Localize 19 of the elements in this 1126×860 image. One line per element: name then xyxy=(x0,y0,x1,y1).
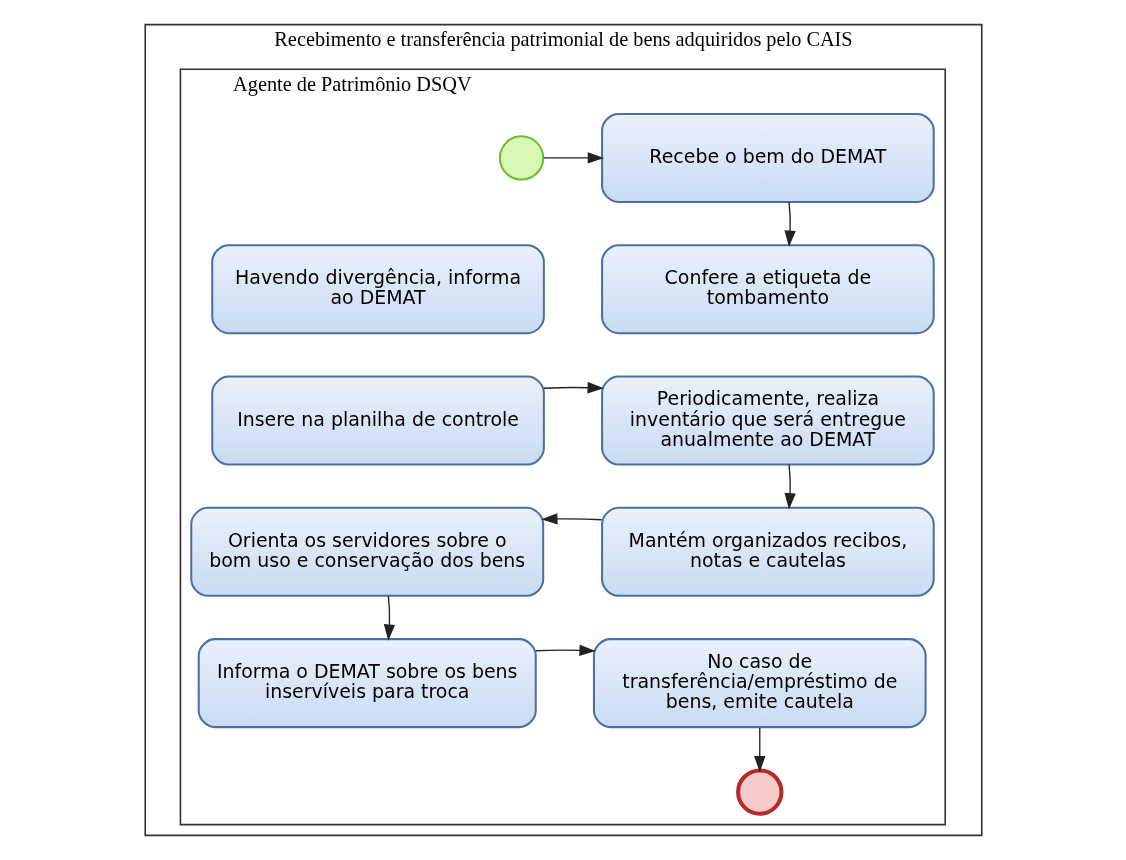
arrow xyxy=(534,644,596,657)
node-circle xyxy=(498,135,544,181)
arrow xyxy=(383,595,395,641)
node-box: Confere a etiqueta de tombamento xyxy=(600,244,935,335)
arrow xyxy=(783,464,796,510)
node-circle xyxy=(735,768,783,816)
node-box: Periodicamente, realiza inventário que será entregue anualmente ao DEMAT xyxy=(600,375,935,466)
node-box: Orienta os servidores sobre o bom uso e conservação dos bens xyxy=(189,506,544,597)
node-box: No caso de transferência/empréstimo de bens, emite cautela xyxy=(592,638,927,729)
arrow xyxy=(753,727,765,773)
arrow xyxy=(540,513,602,525)
node-box: Mantém organizados recibos, notas e cautelas xyxy=(600,506,935,597)
arrow xyxy=(542,152,604,164)
node-box: Recebe o bem do DEMAT xyxy=(600,112,935,203)
node-box: Havendo divergência, informa ao DEMAT xyxy=(210,244,545,335)
node-box: Insere na planilha de controle xyxy=(210,375,545,466)
arrow xyxy=(542,382,604,394)
node-box: Informa o DEMAT sobre os bens inservíveis para troca xyxy=(197,638,537,729)
arrow xyxy=(783,201,796,247)
